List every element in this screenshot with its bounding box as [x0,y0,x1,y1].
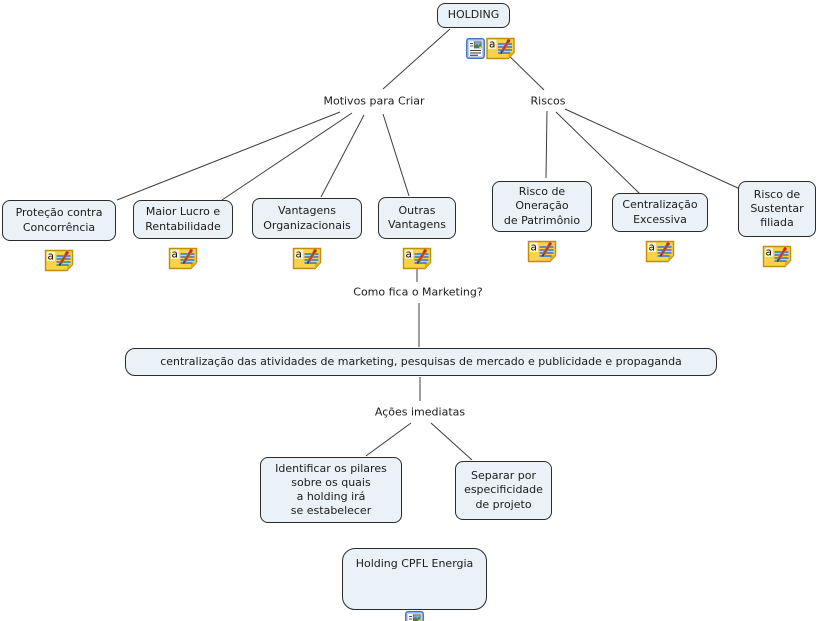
note-edit-icon[interactable] [527,226,558,277]
node-identificar-pilares[interactable]: Identificar os pilares sobre os quais a … [260,457,402,523]
note-edit-icon[interactable] [762,231,793,282]
node-label: Proteção contra Concorrência [15,206,103,234]
node-holding-cpfl-energia[interactable]: Holding CPFL Energia [342,548,487,610]
node-vantagens-organizacionais[interactable]: Vantagens Organizacionais [252,198,362,239]
node-label: Separar por especificidade de projeto [464,469,543,511]
link-label-riscos[interactable]: Riscos [530,94,566,108]
node-label: Holding CPFL Energia [355,557,474,570]
node-label: Centralização Excessiva [622,198,698,226]
node-label: Maior Lucro e Rentabilidade [145,205,221,233]
node-centralizacao-excessiva[interactable]: Centralização Excessiva [612,193,708,232]
node-separar-especificidade[interactable]: Separar por especificidade de projeto [455,461,552,520]
link-label-como-fica-marketing[interactable]: Como fica o Marketing? [353,285,483,299]
note-edit-icon[interactable] [292,233,323,284]
node-maior-lucro-rentabilidade[interactable]: Maior Lucro e Rentabilidade [133,200,233,239]
note-edit-icon[interactable] [168,233,199,284]
note-edit-icon[interactable] [645,226,676,277]
link-label-acoes-imediatas[interactable]: Ações imediatas [374,405,466,419]
node-label: Risco de Sustentar filiada [750,187,804,230]
image-document-icon[interactable] [466,24,485,73]
node-outras-vantagens[interactable]: Outras Vantagens [378,197,456,239]
node-risco-oneracao-patrimonio[interactable]: Risco de Oneração de Patrimônio [492,181,592,232]
node-label: centralização das atividades de marketin… [160,354,682,368]
node-label: Identificar os pilares sobre os quais a … [275,461,387,518]
note-edit-icon[interactable] [44,235,75,286]
link-label-motivos-para-criar[interactable]: Motivos para Criar [323,94,425,108]
image-document-icon[interactable] [405,597,424,621]
node-centralizacao-marketing[interactable]: centralização das atividades de marketin… [125,348,717,376]
node-label: HOLDING [447,8,500,22]
note-edit-icon[interactable] [485,23,516,74]
node-protecao-contra-concorrencia[interactable]: Proteção contra Concorrência [2,200,116,241]
node-label: Outras Vantagens [388,203,446,231]
note-edit-icon[interactable] [402,233,433,284]
node-label: Vantagens Organizacionais [263,204,351,232]
node-risco-sustentar-filiada[interactable]: Risco de Sustentar filiada [738,181,816,237]
node-label: Risco de Oneração de Patrimônio [503,185,581,227]
node-holding[interactable]: HOLDING [437,3,510,28]
